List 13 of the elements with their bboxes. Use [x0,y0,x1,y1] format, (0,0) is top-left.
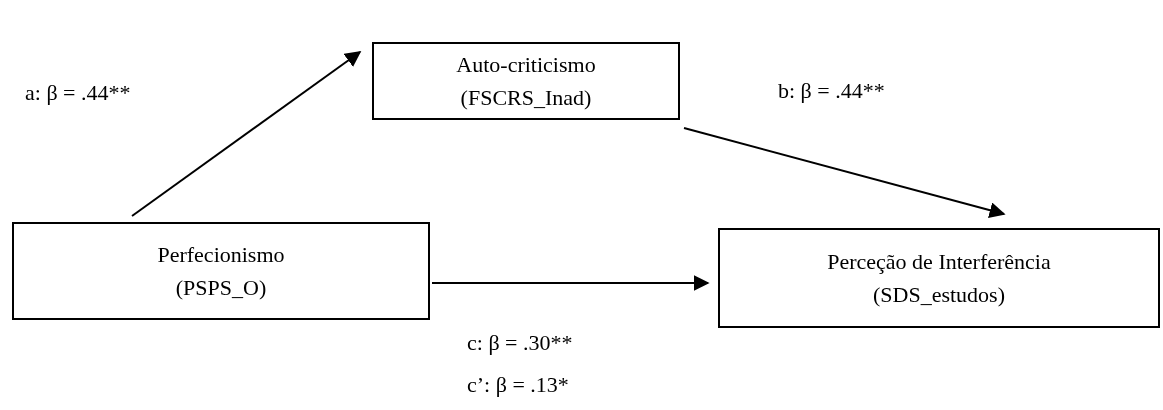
variable-box [372,42,680,120]
variable-label: Perfecionismo (PSPS_O) [156,241,286,302]
variable-label: Auto-criticismo (FSCRS_Inad) [455,51,597,112]
coefficient-label: c’: β = .13* [467,372,569,398]
arrow [431,275,710,291]
coefficient-label: c: β = .30** [467,330,573,356]
arrow [683,127,1006,218]
coefficient-label: a: β = .44** [25,80,131,106]
arrow [131,51,362,217]
variable-box [12,222,430,320]
coefficient-label: b: β = .44** [778,78,885,104]
variable-box [718,228,1160,328]
variable-label: Perceção de Interferência (SDS_estudos) [826,248,1052,309]
